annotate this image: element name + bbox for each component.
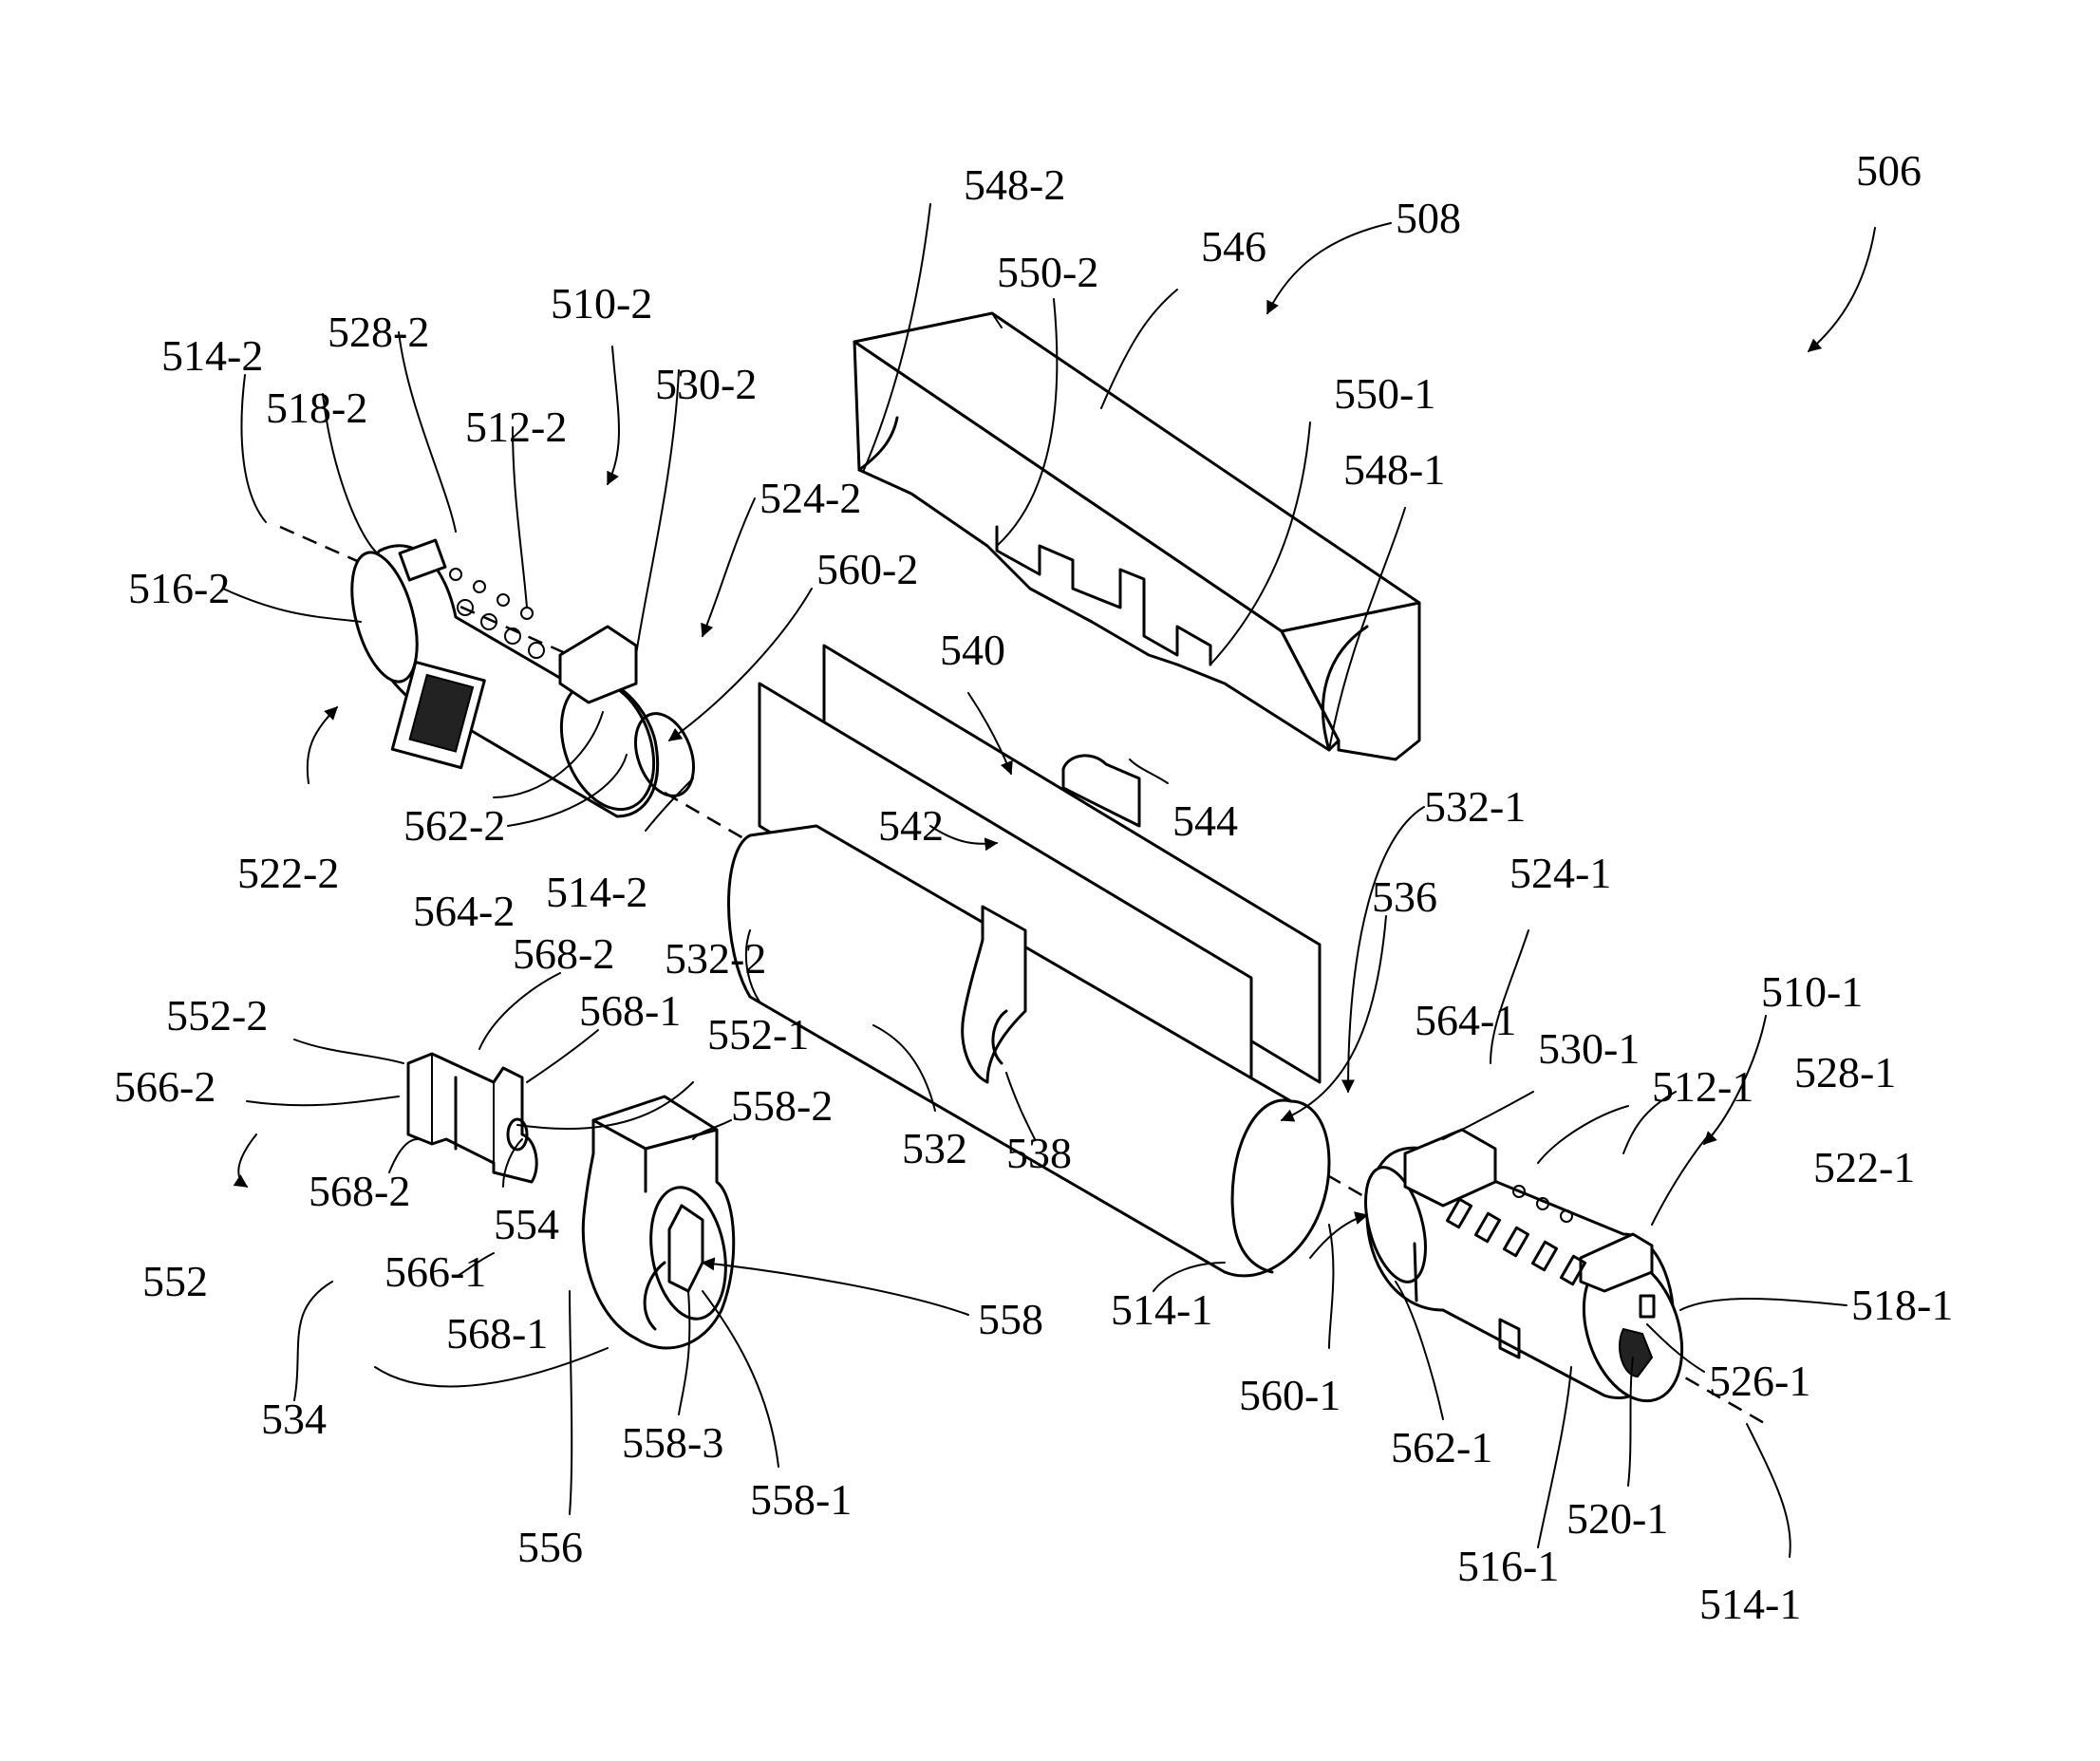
label-522-2: 522-2: [237, 849, 339, 897]
label-566-1: 566-1: [384, 1247, 486, 1296]
label-548-2: 548-2: [964, 160, 1065, 209]
label-512-2: 512-2: [465, 403, 567, 451]
label-562-1: 562-1: [1391, 1423, 1492, 1471]
label-562-2: 562-2: [403, 801, 505, 850]
label-568-1-top: 568-1: [579, 986, 681, 1035]
label-564-1: 564-1: [1415, 996, 1516, 1044]
label-550-1: 550-1: [1334, 369, 1435, 418]
label-568-2-mid: 568-2: [309, 1167, 410, 1215]
label-516-2: 516-2: [128, 564, 230, 612]
label-514-1-bot: 514-1: [1699, 1580, 1801, 1628]
label-540: 540: [940, 626, 1005, 674]
label-568-2-top: 568-2: [513, 929, 614, 978]
label-510-2: 510-2: [551, 279, 652, 328]
label-560-2: 560-2: [816, 545, 918, 593]
label-568-1-bot: 568-1: [446, 1309, 548, 1358]
label-512-1: 512-1: [1652, 1062, 1753, 1111]
label-558-1: 558-1: [750, 1475, 852, 1524]
label-558-3: 558-3: [622, 1418, 723, 1467]
label-552-1: 552-1: [707, 1010, 809, 1058]
label-518-2: 518-2: [266, 384, 367, 432]
label-558-2: 558-2: [731, 1081, 833, 1130]
label-532-2: 532-2: [665, 934, 766, 983]
label-532: 532: [902, 1124, 967, 1172]
cam-556: [583, 1096, 735, 1348]
label-524-1: 524-1: [1509, 849, 1611, 897]
label-516-1: 516-1: [1457, 1542, 1559, 1590]
driver-552: [408, 1054, 536, 1182]
label-560-1: 560-1: [1239, 1371, 1341, 1419]
label-554: 554: [494, 1200, 559, 1248]
label-536: 536: [1372, 872, 1437, 921]
label-546: 546: [1201, 222, 1266, 271]
label-524-2: 524-2: [759, 474, 861, 522]
label-564-2: 564-2: [413, 887, 515, 935]
label-556: 556: [517, 1523, 583, 1571]
cylinder-510-1: [1355, 1130, 1699, 1414]
label-522-1: 522-1: [1813, 1143, 1915, 1191]
label-558: 558: [978, 1295, 1043, 1343]
label-514-2-mid: 514-2: [546, 868, 647, 916]
label-526-1: 526-1: [1709, 1357, 1810, 1405]
label-552-2: 552-2: [166, 991, 268, 1040]
label-508: 508: [1396, 194, 1461, 242]
label-530-2: 530-2: [655, 360, 757, 408]
label-528-1: 528-1: [1794, 1048, 1896, 1096]
label-520-1: 520-1: [1566, 1494, 1668, 1543]
label-506: 506: [1856, 146, 1922, 195]
label-518-1: 518-1: [1851, 1281, 1953, 1329]
label-528-2: 528-2: [328, 308, 429, 356]
label-566-2: 566-2: [114, 1062, 216, 1111]
label-538: 538: [1006, 1129, 1072, 1177]
label-510-1: 510-1: [1761, 967, 1863, 1016]
label-542: 542: [878, 801, 944, 850]
label-532-1: 532-1: [1424, 782, 1526, 831]
label-530-1: 530-1: [1538, 1024, 1640, 1073]
label-548-1: 548-1: [1343, 445, 1445, 494]
label-514-1-mid: 514-1: [1111, 1285, 1212, 1334]
label-534: 534: [261, 1395, 327, 1443]
label-550-2: 550-2: [997, 248, 1098, 296]
label-544: 544: [1172, 796, 1238, 845]
label-514-2-top: 514-2: [161, 331, 263, 380]
label-552: 552: [142, 1257, 208, 1305]
